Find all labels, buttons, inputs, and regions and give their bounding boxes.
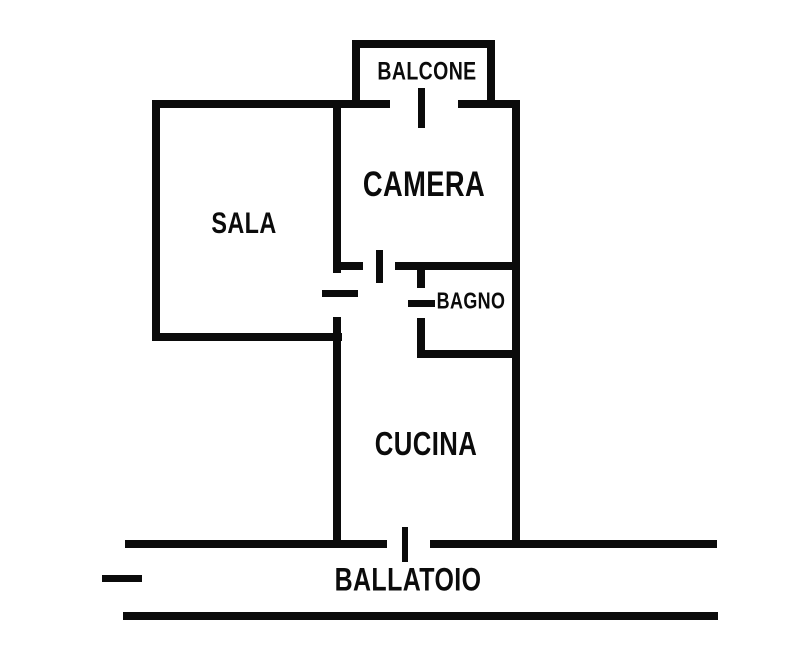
balcony-right-wall (487, 40, 495, 108)
room-label-camera: CAMERA (362, 165, 486, 204)
top-wall-left-segment (152, 100, 390, 108)
ballatoio-step-dash (102, 575, 142, 582)
room-label-cucina-wrap: CUCINA (360, 425, 491, 463)
top-wall-right-segment (458, 100, 520, 108)
balcony-left-wall (352, 40, 360, 108)
room-label-sala-wrap: SALA (202, 207, 286, 241)
bagno-door-dash (408, 300, 435, 307)
camera-door-stub (333, 262, 363, 270)
ballatoio-upper-line-left (125, 540, 387, 548)
room-label-balcone-wrap: BALCONE (363, 58, 490, 87)
room-label-ballatoio-wrap: BALLATOIO (314, 562, 502, 599)
divider-wall-upper (333, 100, 341, 273)
balcony-door-tick (418, 88, 425, 128)
bagno-left-wall-upper (417, 270, 425, 288)
room-label-bagno: BAGNO (436, 287, 506, 314)
sala-left-wall (152, 100, 160, 341)
divider-wall-lower (333, 317, 341, 548)
bagno-left-wall-lower (417, 318, 425, 358)
sala-door-dash (322, 290, 358, 297)
room-label-bagno-wrap: BAGNO (427, 288, 515, 315)
room-label-ballatoio: BALLATOIO (334, 561, 482, 598)
ballatoio-lower-line (123, 612, 718, 620)
camera-door-tick (376, 250, 383, 283)
room-label-balcone: BALCONE (377, 57, 477, 86)
entrance-door-tick (402, 527, 408, 562)
balcony-top-wall (352, 40, 495, 48)
ballatoio-upper-line-right (430, 540, 717, 548)
bagno-bottom-wall (417, 350, 520, 358)
right-exterior-wall (512, 100, 520, 548)
bagno-top-wall (395, 262, 520, 270)
room-label-sala: SALA (211, 207, 277, 240)
room-label-cucina: CUCINA (374, 425, 478, 462)
sala-bottom-wall (152, 333, 342, 341)
room-label-camera-wrap: CAMERA (346, 165, 503, 205)
